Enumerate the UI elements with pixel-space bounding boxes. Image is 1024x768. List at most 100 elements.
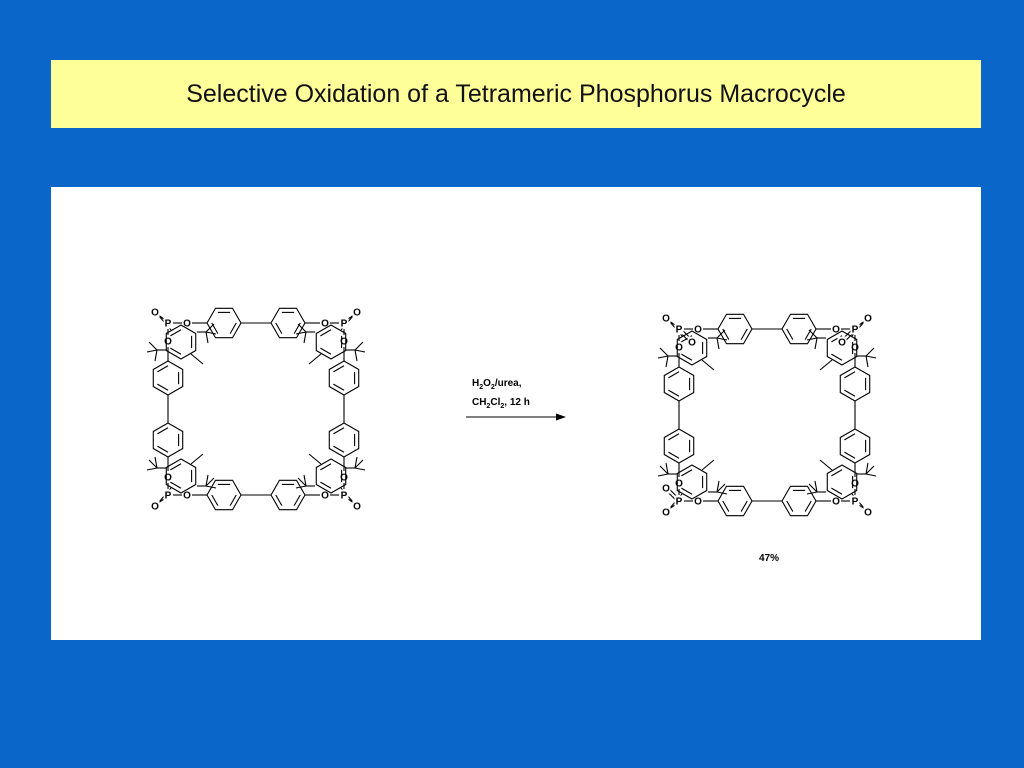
benzene-ring: [826, 464, 858, 500]
phosphorus-atom: P: [852, 325, 859, 336]
bond: [205, 323, 215, 333]
yield-label: 47%: [759, 553, 780, 564]
bond: [205, 331, 209, 344]
atom-mask: [850, 323, 860, 335]
atom-mask: [150, 500, 160, 512]
oxygen-atom: O: [675, 479, 683, 490]
aromatic-bond: [668, 371, 680, 379]
aromatic-bond: [170, 463, 182, 471]
aromatic-bond: [157, 427, 169, 435]
aromatic-bond: [170, 481, 182, 489]
atom-mask: [352, 306, 362, 318]
aromatic-bond: [804, 500, 812, 512]
aromatic-bond: [844, 451, 856, 459]
aromatic-bond: [320, 463, 332, 471]
atom-mask: [163, 471, 173, 483]
bond: [205, 485, 217, 489]
benzene-ring: [152, 422, 184, 458]
aromatic-bond: [170, 347, 182, 355]
benzene-ring: [826, 330, 858, 366]
bond: [354, 459, 364, 469]
aromatic-bond: [668, 451, 680, 459]
aromatic-bond: [170, 329, 182, 337]
bond: [354, 341, 364, 351]
benzene-ring: [717, 485, 753, 517]
bond: [659, 465, 669, 475]
atom-mask: [661, 312, 671, 324]
aromatic-bond: [320, 481, 332, 489]
oxygen-atom: O: [183, 491, 191, 502]
aromatic-bond: [844, 433, 856, 441]
oxygen-atom: O: [321, 491, 329, 502]
atom-mask: [661, 482, 671, 494]
bond: [205, 331, 217, 335]
oxygen-atom: O: [832, 325, 840, 336]
oxygen-atom: O: [164, 473, 172, 484]
oxygen-atom: O: [838, 338, 846, 349]
bond: [354, 467, 366, 471]
atom-mask: [182, 317, 192, 329]
aromatic-bond: [844, 371, 856, 379]
benzene-ring: [839, 366, 871, 402]
phosphorus-atom: P: [165, 319, 172, 330]
bond: [814, 480, 818, 493]
bond: [146, 349, 158, 353]
aromatic-bond: [275, 494, 283, 506]
atom-mask: [661, 506, 671, 518]
aromatic-bond: [157, 445, 169, 453]
benzene-ring: [328, 360, 360, 396]
methyl-bond: [701, 459, 715, 471]
atom-mask: [831, 495, 841, 507]
reagent-line-1: H2O2/urea,: [472, 378, 522, 391]
benzene-ring: [206, 479, 242, 511]
oxygen-atom: O: [340, 473, 348, 484]
aromatic-bond: [333, 365, 345, 373]
aromatic-bond: [681, 353, 693, 361]
oxygen-atom: O: [864, 508, 872, 519]
atom-mask: [674, 341, 684, 353]
reaction-arrow: [466, 413, 566, 421]
oxygen-atom: O: [353, 308, 361, 319]
bond: [865, 462, 869, 475]
oxygen-atom: O: [340, 337, 348, 348]
aromatic-bond: [722, 500, 730, 512]
oxygen-atom: O: [675, 343, 683, 354]
bond: [716, 337, 728, 341]
atom-mask: [850, 477, 860, 489]
bond: [354, 456, 358, 469]
atom-mask: [693, 495, 703, 507]
atom-mask: [320, 489, 330, 501]
oxygen-atom: O: [694, 497, 702, 508]
aromatic-bond: [157, 383, 169, 391]
bond: [303, 474, 307, 487]
oxygen-atom: O: [183, 319, 191, 330]
aromatic-bond: [211, 494, 219, 506]
bond: [865, 347, 875, 357]
bond: [205, 477, 215, 487]
aromatic-bond: [786, 328, 794, 340]
bond: [865, 355, 869, 368]
methyl-bond: [308, 453, 322, 465]
phosphorus-atom: P: [341, 319, 348, 330]
phosphorus-atom: P: [165, 491, 172, 502]
aromatic-bond: [831, 487, 843, 495]
benzene-ring: [676, 464, 708, 500]
aromatic-bond: [229, 322, 237, 334]
atom-mask: [352, 500, 362, 512]
title-bar: Selective Oxidation of a Tetrameric Phos…: [51, 60, 981, 128]
benzene-ring: [165, 324, 197, 360]
bond: [716, 483, 726, 493]
reagent-line-2: CH2Cl2, 12 h: [472, 397, 530, 410]
aromatic-bond: [229, 494, 237, 506]
aromatic-bond: [333, 383, 345, 391]
oxygen-atom: O: [321, 319, 329, 330]
methyl-bond: [190, 353, 204, 365]
bond: [297, 323, 307, 333]
atom-mask: [850, 341, 860, 353]
bond: [865, 465, 875, 475]
oxygen-atom: O: [164, 337, 172, 348]
reaction-conditions: H2O2/urea, CH2Cl2, 12 h: [472, 376, 530, 414]
oxygen-atom: O: [688, 338, 696, 349]
